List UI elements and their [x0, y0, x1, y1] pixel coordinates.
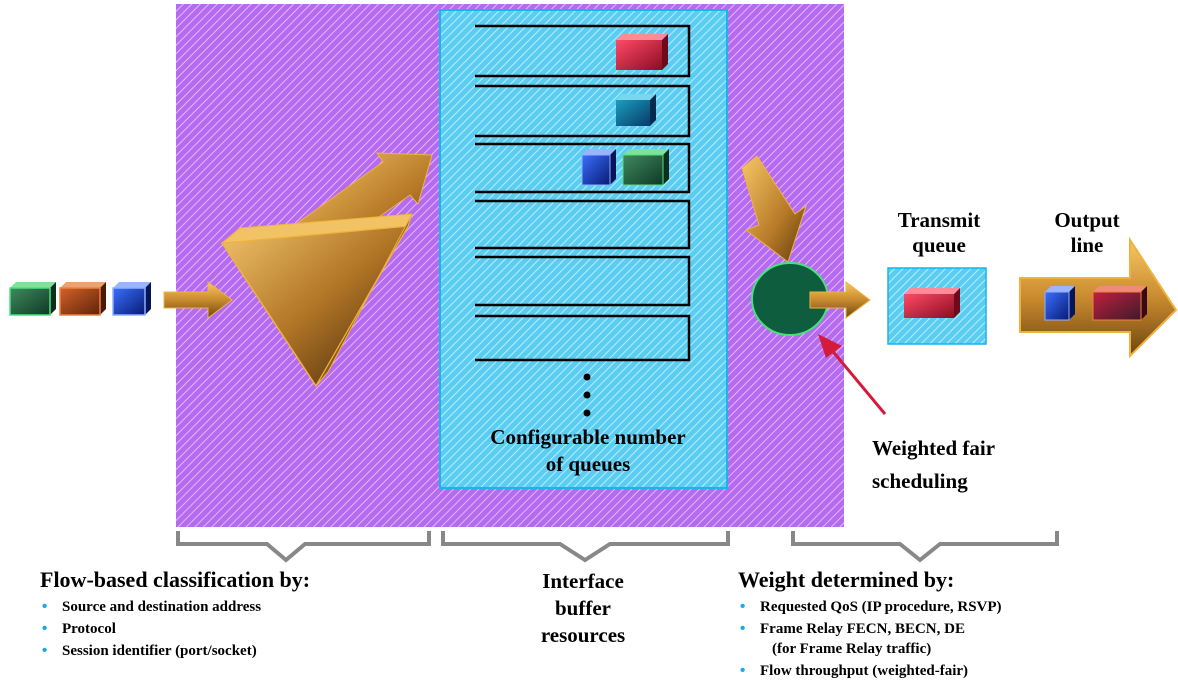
list-item: •Source and destination address: [42, 598, 262, 615]
red-pointer-arrow: [818, 334, 887, 415]
configurable-queues-label: Configurable number of queues: [490, 425, 686, 476]
brace-middle: [441, 531, 730, 563]
queue-slots: [475, 24, 691, 362]
flow-classification-heading: Flow-based classification by:: [40, 567, 311, 592]
packet-blue: [581, 149, 616, 186]
input-packet-green: [9, 282, 56, 316]
list-item-continuation: (for Frame Relay traffic): [772, 641, 932, 657]
packet-red: [616, 34, 668, 70]
weight-heading: Weight determined by:: [738, 567, 955, 592]
brace-left: [176, 531, 431, 563]
transmit-queue-label: Transmit queue: [897, 208, 981, 257]
scheduler-out-arrow: [809, 281, 871, 319]
classifier-funnel: [220, 213, 413, 388]
weight-determination-section: Weight determined by: •Requested QoS (IP…: [738, 566, 1168, 682]
list-item: •Frame Relay FECN, BECN, DE: [740, 620, 965, 637]
list-item: •Requested QoS (IP procedure, RSVP): [740, 598, 1002, 615]
transmit-packet-red: [904, 288, 960, 318]
flow-classification-list: •Source and destination address •Protoco…: [40, 596, 440, 662]
output-packet-darkred: [1092, 286, 1147, 321]
list-item: •Flow throughput (weighted-fair): [740, 662, 969, 679]
queue-out-arrow: [741, 155, 807, 263]
input-packet-orange: [59, 282, 106, 316]
interface-buffer-label: Interface buffer resources: [540, 569, 626, 647]
weight-list: •Requested QoS (IP procedure, RSVP) •Fra…: [738, 596, 1168, 682]
weighted-fair-scheduling-label: Weighted fair scheduling: [872, 436, 996, 493]
packet-green: [622, 149, 669, 186]
brace-right: [791, 531, 1059, 563]
input-arrow: [163, 281, 233, 319]
flow-classification-section: Flow-based classification by: •Source an…: [40, 566, 440, 662]
input-packet-blue: [112, 282, 151, 316]
output-packet-blue: [1044, 286, 1075, 321]
packet-teal: [616, 94, 656, 126]
ellipsis-icon: [583, 373, 591, 417]
output-line-label: Output line: [1054, 208, 1120, 257]
list-item: •Session identifier (port/socket): [42, 642, 257, 659]
list-item: •Protocol: [42, 620, 116, 637]
